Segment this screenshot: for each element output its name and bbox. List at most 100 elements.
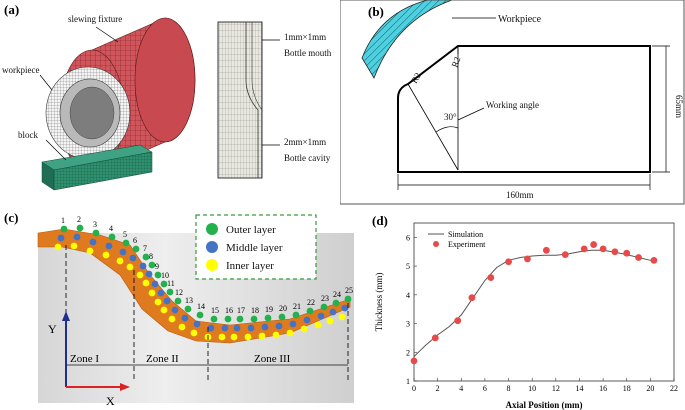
y-tick-label: 4	[406, 291, 410, 300]
middle-layer-dot	[317, 312, 325, 320]
block	[41, 144, 153, 191]
outer-layer-dot	[250, 315, 258, 323]
point-number: 8	[149, 252, 153, 261]
angle-value: 30°	[444, 112, 457, 122]
working-angle-label: Working angle	[486, 100, 539, 110]
point-number: 3	[93, 220, 97, 229]
point-number: 1	[61, 216, 65, 225]
inner-layer-dot	[272, 331, 280, 339]
point-number: 2	[77, 215, 81, 224]
point-number: 9	[155, 262, 159, 271]
middle-layer-dot	[89, 238, 97, 246]
panel-b-figure: (b) Workpiece R2 R2 30° Working angle 16…	[340, 0, 685, 205]
outer-layer-dot	[184, 305, 192, 313]
outer-layer-dot	[264, 314, 272, 322]
outer-layer-dot	[320, 303, 328, 311]
middle-layer-dot	[247, 324, 255, 332]
point-number: 12	[175, 288, 183, 297]
x-tick-label: 6	[483, 384, 487, 393]
middle-layer-dot	[221, 324, 229, 332]
experiment-point	[468, 294, 476, 302]
inner-layer-dot	[218, 333, 226, 341]
x-tick-label: 20	[646, 384, 654, 393]
point-number: 20	[279, 304, 287, 313]
inner-layer-dot	[136, 271, 144, 279]
outer-layer-dot	[166, 288, 174, 296]
workpiece-ring	[45, 66, 131, 160]
inner-layer-dot	[338, 313, 346, 321]
zone-2-label: Zone II	[146, 353, 179, 365]
outer-layer-dot	[142, 253, 150, 261]
point-number: 21	[293, 302, 301, 311]
middle-layer-dot	[163, 297, 171, 305]
x-tick-label: 16	[599, 384, 607, 393]
y-axis-title: Thickness (mm)	[374, 273, 384, 332]
inner-layer-dot	[286, 329, 294, 337]
y-tick-label: 5	[406, 262, 410, 271]
middle-layer-dot	[129, 254, 137, 262]
experiment-point	[454, 317, 462, 325]
point-number: 18	[251, 306, 259, 315]
inner-layer-dot	[54, 243, 62, 251]
legend-middle-text: Middle layer	[226, 242, 283, 254]
experiment-point	[561, 251, 569, 258]
panel-b-label: (b)	[368, 4, 384, 19]
middle-layer-dot	[145, 270, 153, 278]
plot-frame	[413, 222, 675, 382]
cavity-mesh-label: Bottle cavity	[284, 153, 331, 163]
point-number: 10	[161, 271, 169, 280]
point-number: 13	[185, 296, 193, 305]
experiment-point	[542, 246, 550, 254]
outer-layer-dot	[292, 311, 300, 319]
panel-a-label: (a)	[4, 2, 19, 17]
point-number: 19	[265, 305, 273, 314]
outer-layer-dot	[332, 299, 340, 307]
outer-layer-dot	[210, 315, 218, 323]
middle-layer-dot	[303, 316, 311, 324]
point-number: 24	[333, 290, 341, 299]
zone-1-label: Zone I	[70, 353, 99, 365]
point-number: 17	[237, 306, 245, 315]
simulation-line	[413, 249, 657, 357]
experiment-point	[580, 245, 588, 253]
y-tick-label: 6	[406, 233, 410, 242]
outer-layer-dot	[92, 229, 100, 237]
workpiece-label: workpiece	[2, 65, 39, 75]
inner-layer-dot	[314, 321, 322, 329]
inner-layer-dot	[126, 263, 134, 271]
panel-a: (a) slewing fixture workpiece block	[0, 0, 335, 205]
inner-layer-dot	[142, 279, 150, 287]
legend-outer-text: Outer layer	[226, 224, 276, 236]
bottle-section-mesh	[217, 21, 263, 179]
cavity-mesh-size: 2mm×1mm	[284, 137, 326, 147]
middle-layer-dot	[341, 304, 349, 312]
x-axis-title: Axial Position (mm)	[506, 400, 583, 410]
point-number: 14	[197, 302, 205, 311]
x-tick-label: 10	[528, 384, 536, 393]
middle-layer-dot	[289, 320, 297, 328]
outer-layer-dot	[154, 271, 162, 279]
inner-layer-dot	[160, 306, 168, 314]
outer-layer-dot	[278, 313, 286, 321]
outer-layer-dot	[132, 245, 140, 253]
x-tick-label: 14	[575, 384, 583, 393]
middle-layer-dot	[139, 262, 147, 270]
y-tick-label: 1	[406, 377, 410, 386]
angle-line	[407, 83, 459, 171]
experiment-point	[590, 241, 598, 248]
outer-layer-dot	[76, 224, 84, 232]
point-number: 11	[167, 279, 175, 288]
point-number: 5	[123, 230, 127, 239]
experiment-point	[524, 255, 531, 263]
legend-inner-text: Inner layer	[226, 260, 274, 272]
inner-layer-dot	[230, 333, 238, 341]
zone-3-label: Zone III	[254, 353, 291, 365]
legend-experiment-marker	[433, 241, 439, 247]
outer-layer-dot	[160, 280, 168, 288]
middle-layer-dot	[261, 323, 269, 331]
inner-layer-dot	[102, 251, 110, 259]
point-number: 25	[345, 286, 353, 295]
